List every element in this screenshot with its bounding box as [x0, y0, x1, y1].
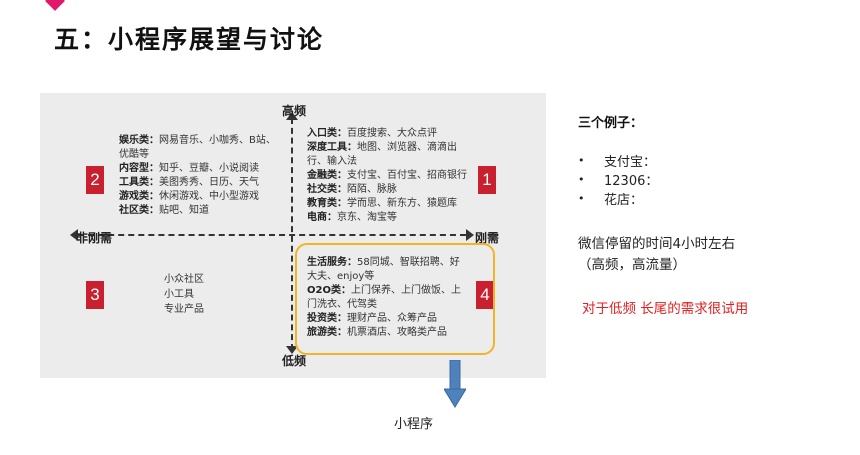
quadrant-4-list: 生活服务：58同城、智联招聘、好 大夫、enjoy等 O2O类：上门保养、上门做…: [307, 256, 461, 340]
list-item: 社交类：陌陌、脉脉: [307, 184, 397, 195]
list-item: 旅游类：机票酒店、攻略类产品: [307, 327, 447, 338]
list-item: 行、输入法: [307, 156, 357, 167]
list-item: •花店：: [578, 192, 644, 208]
list-item: 门洗衣、代驾类: [307, 299, 377, 310]
quadrant-2-badge: 2: [86, 166, 104, 194]
list-item: 优酷等: [119, 149, 149, 160]
bullet-icon: •: [578, 154, 585, 167]
list-item: 入口类：百度搜索、大众点评: [307, 128, 437, 139]
list-item: 生活服务：58同城、智联招聘、好: [307, 257, 460, 268]
list-item: 金融类：支付宝、百付宝、招商银行: [307, 170, 467, 181]
quadrant-2-list: 娱乐类：网易音乐、小咖秀、B站、 优酷等 内容型：知乎、豆瓣、小说阅读 工具类：…: [119, 134, 276, 218]
list-item: 内容型：知乎、豆瓣、小说阅读: [119, 163, 259, 174]
list-item: 工具类：美图秀秀、日历、天气: [119, 177, 259, 188]
quadrant-3-list: 小众社区 小工具 专业产品: [164, 272, 204, 317]
axis-label-right: 刚需: [475, 231, 500, 245]
arrow-down-icon: [286, 346, 298, 354]
vertical-axis: [291, 118, 293, 350]
list-item: 小众社区: [164, 274, 204, 285]
examples-heading: 三个例子：: [578, 116, 644, 131]
arrow-right-icon: [466, 229, 474, 241]
slide-title: 五：小程序展望与讨论: [54, 25, 325, 54]
axis-label-top: 高频: [282, 104, 307, 118]
examples-list: •支付宝： •12306： •花店：: [578, 151, 658, 208]
list-item: 小工具: [164, 289, 194, 300]
list-item: 教育类：学而思、新东方、猿题库: [307, 198, 457, 209]
list-item: 深度工具：地图、浏览器、滴滴出: [307, 142, 457, 153]
list-item: 电商：京东、淘宝等: [307, 212, 397, 223]
mini-program-caption: 小程序: [394, 417, 434, 432]
list-item: 社区类：贴吧、知道: [119, 205, 209, 216]
quadrant-4-badge: 4: [476, 281, 494, 309]
list-item: •12306：: [578, 173, 659, 189]
quadrant-1-badge: 1: [478, 166, 496, 194]
list-item: •支付宝：: [578, 154, 657, 170]
horizontal-axis: [78, 234, 466, 236]
list-item: 游戏类：休闲游戏、中小型游戏: [119, 191, 259, 202]
axis-label-left: 非刚需: [76, 231, 113, 245]
quadrant-3-badge: 3: [86, 281, 104, 309]
bullet-icon: •: [578, 173, 585, 186]
list-item: 娱乐类：网易音乐、小咖秀、B站、: [119, 135, 276, 146]
low-frequency-note: 对于低频 长尾的需求很试用: [582, 301, 749, 317]
quadrant-1-list: 入口类：百度搜索、大众点评 深度工具：地图、浏览器、滴滴出 行、输入法 金融类：…: [307, 127, 467, 225]
list-item: 专业产品: [164, 304, 204, 315]
list-item: 投资类：理财产品、众筹产品: [307, 313, 437, 324]
blue-down-arrow-icon: [444, 360, 466, 408]
bullet-icon: •: [578, 192, 585, 205]
list-item: 大夫、enjoy等: [307, 271, 375, 282]
mini-program-highlight-box: [295, 243, 495, 355]
axis-label-bottom: 低频: [282, 354, 307, 368]
wechat-time-note: 微信停留的时间4小时左右 （高频，高流量）: [578, 236, 736, 273]
list-item: O2O类：上门保养、上门做饭、上: [307, 285, 461, 296]
corner-accent-diamond: [45, 0, 65, 11]
arrow-left-icon: [70, 229, 78, 241]
arrow-up-icon: [286, 112, 298, 120]
